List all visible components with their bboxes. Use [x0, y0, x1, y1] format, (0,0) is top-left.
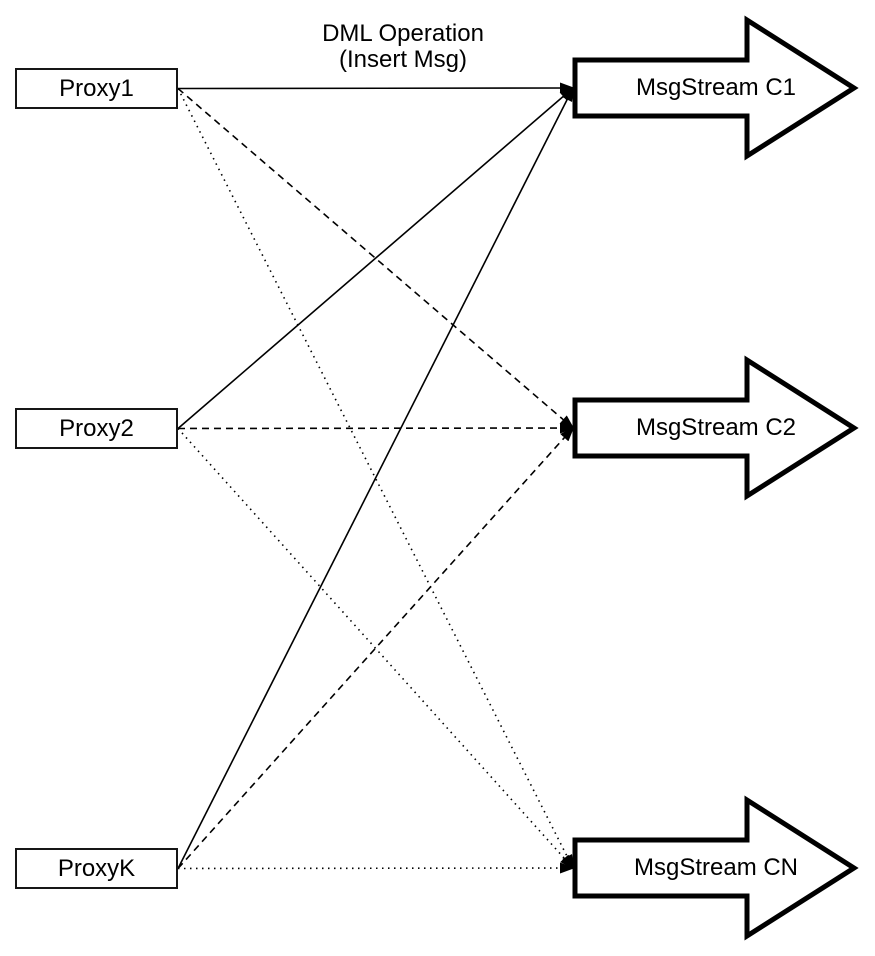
edge-proxy2-to-c2-dashed — [177, 422, 575, 434]
msgstream-c2-arrow — [572, 355, 859, 501]
title-line-1: DML Operation — [322, 20, 484, 47]
edge-proxyk-to-c1-solid — [177, 86, 574, 869]
msgstream-c1-arrow — [572, 15, 859, 161]
msgstream-cn-label: MsgStream CN — [633, 854, 799, 881]
edge-proxyk-to-cn-dotted — [177, 862, 575, 874]
diagram-title: DML Operation (Insert Msg) — [283, 21, 523, 73]
block-arrow-icon — [572, 15, 859, 161]
block-arrow-icon — [572, 355, 859, 501]
edge-proxy1-to-c2-dashed — [177, 87, 575, 430]
edge-proxy2-to-cn-dotted — [177, 427, 575, 870]
msgstream-c2-label: MsgStream C2 — [635, 414, 797, 441]
block-arrow-icon — [572, 795, 859, 941]
edge-proxyk-to-c2-dashed — [177, 426, 575, 870]
proxyk-box: ProxyK — [15, 848, 178, 889]
edge-lines-layer — [177, 82, 575, 874]
edge-proxy1-to-c1-solid — [177, 82, 575, 94]
title-line-2: (Insert Msg) — [338, 46, 467, 73]
msgstream-c1-label: MsgStream C1 — [635, 74, 797, 101]
msgstream-cn-arrow — [572, 795, 859, 941]
edge-proxy2-to-c1-solid — [177, 86, 575, 430]
proxy2-box: Proxy2 — [15, 408, 178, 449]
proxy1-box: Proxy1 — [15, 68, 178, 109]
